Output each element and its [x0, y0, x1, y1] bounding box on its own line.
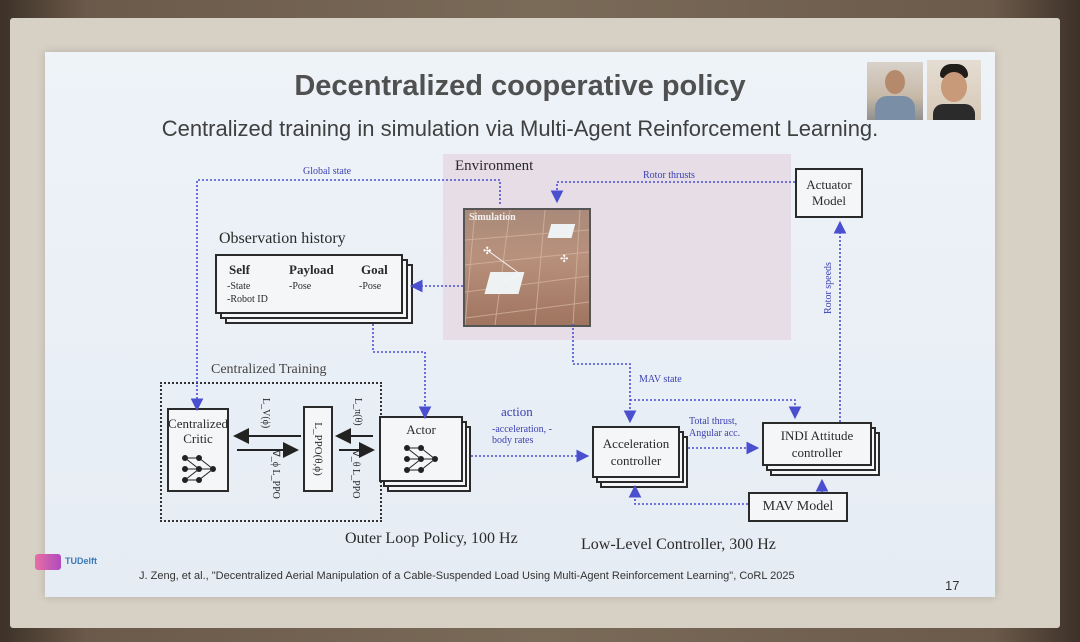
actor-network-icon — [404, 445, 438, 473]
mav-state-arrow-accel — [572, 324, 637, 424]
citation: J. Zeng, et al., "Decentralized Aerial M… — [139, 570, 795, 582]
global-state-arrow — [190, 179, 501, 412]
diagram-arrows — [190, 179, 847, 505]
obs-col-self-item-1: -State — [227, 281, 251, 292]
observation-history-label: Observation history — [219, 230, 346, 247]
obs-col-goal-header: Goal — [361, 262, 388, 277]
slide-subtitle: Centralized training in simulation via M… — [161, 116, 879, 141]
speaker-1-shirt — [875, 96, 915, 120]
svg-text:✣: ✣ — [560, 254, 568, 265]
actuator-model-box: Actuator Model — [795, 168, 863, 218]
acceleration-controller-box: Acceleration controller — [592, 426, 680, 478]
indi-attitude-controller-box: INDI Attitude controller — [762, 422, 872, 466]
svg-text:✣: ✣ — [483, 246, 491, 257]
simulation-label: Simulation — [469, 212, 516, 223]
environment-label: Environment — [455, 158, 534, 174]
tudelft-logo: TUDelft — [65, 556, 97, 566]
slide-title: Decentralized cooperative policy — [294, 70, 746, 102]
action-items: -acceleration, -body rates — [492, 424, 552, 446]
observation-to-actor-arrow — [372, 324, 432, 420]
actor-label: Actor — [406, 422, 436, 437]
obs-col-self-item-2: -Robot ID — [227, 294, 268, 305]
speaker-video-1 — [867, 62, 923, 120]
obs-col-goal-item-1: -Pose — [359, 281, 382, 292]
critic-label: Centralized Critic — [168, 416, 228, 446]
actor-box: Actor — [379, 416, 463, 482]
ppo-loss-box: L_PPO(θ,ϕ) — [303, 406, 333, 492]
centralized-training-label: Centralized Training — [211, 362, 327, 377]
speaker-video-2 — [927, 60, 981, 120]
speaker-2-shirt — [933, 104, 975, 120]
obs-col-payload-item-1: -Pose — [289, 281, 312, 292]
slide: Decentralized cooperative policy Central… — [35, 52, 995, 597]
rotor-thrusts-label: Rotor thrusts — [643, 170, 695, 181]
payload-box — [484, 272, 525, 294]
payload-box-2 — [547, 224, 576, 238]
page-number: 17 — [945, 578, 960, 593]
observation-history-box: Self -State -Robot ID Payload -Pose Goal… — [215, 254, 403, 314]
centralized-critic-box: Centralized Critic — [167, 408, 229, 492]
simulation-view: ✣ ✣ — [463, 208, 591, 327]
speaker-1-face — [885, 70, 905, 94]
outer-loop-caption: Outer Loop Policy, 100 Hz — [345, 530, 518, 547]
action-label: action — [501, 404, 533, 419]
global-state-label: Global state — [303, 166, 352, 177]
mav-state-label: MAV state — [639, 374, 682, 385]
obs-col-self-header: Self — [229, 262, 250, 277]
mav-model-box: MAV Model — [748, 492, 848, 522]
obs-col-payload-header: Payload — [289, 262, 334, 277]
lab-logo — [35, 554, 61, 570]
total-thrust-label: Total thrust, Angular acc. — [689, 416, 741, 439]
low-level-caption: Low-Level Controller, 300 Hz — [581, 536, 776, 553]
critic-network-icon — [182, 455, 216, 483]
simulation-grid: ✣ ✣ — [465, 210, 589, 325]
rotor-thrusts-arrow — [550, 181, 795, 204]
mav-model-to-accel-arrow — [628, 484, 748, 505]
mav-state-arrow-indi — [630, 399, 802, 420]
speaker-2-face — [941, 72, 967, 102]
